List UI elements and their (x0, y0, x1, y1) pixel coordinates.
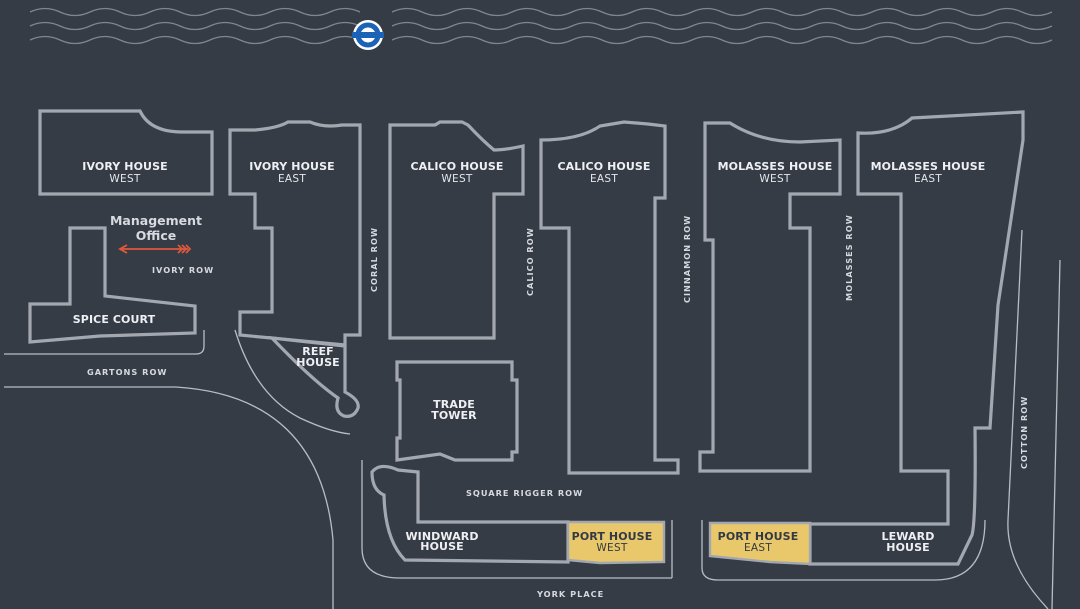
street-square-rigger-row: SQUARE RIGGER ROW (466, 488, 583, 498)
label-trade-tower-2: TOWER (431, 409, 477, 422)
label-trade-tower-1: TRADE (433, 398, 475, 411)
label-port-house-west: PORT HOUSE (572, 530, 653, 543)
label-molasses-house-east-sub: EAST (914, 173, 942, 185)
water-waves-icon (29, 7, 1053, 45)
label-ivory-house-west-sub: WEST (109, 173, 141, 185)
building-molasses-house-west[interactable] (698, 121, 842, 473)
management-office-label-1: Management (110, 213, 202, 228)
label-leward-house-2: HOUSE (886, 541, 929, 554)
label-spice-court: SPICE COURT (73, 313, 156, 326)
label-calico-house-east-sub: EAST (590, 173, 618, 185)
street-york-place: YORK PLACE (536, 589, 604, 599)
building-calico-house-east[interactable] (539, 120, 680, 475)
label-reef-house-2: HOUSE (296, 356, 339, 369)
label-ivory-house-west: IVORY HOUSE (82, 160, 167, 173)
label-port-house-west-sub: WEST (596, 542, 628, 554)
label-windward-house-1: WINDWARD (405, 530, 478, 543)
label-molasses-house-east: MOLASSES HOUSE (871, 160, 986, 173)
building-ivory-house-west[interactable] (38, 109, 214, 196)
street-ivory-row: IVORY ROW (152, 265, 214, 275)
label-reef-house-1: REEF (302, 345, 333, 358)
label-port-house-east: PORT HOUSE (718, 530, 799, 543)
building-trade-tower[interactable] (395, 360, 519, 462)
arrow-left-icon (118, 244, 192, 254)
london-underground-roundel-icon[interactable] (352, 20, 384, 50)
building-port-house-west[interactable] (566, 520, 666, 565)
building-windward-house[interactable] (370, 464, 570, 564)
building-port-house-east[interactable] (708, 521, 812, 566)
building-reef-house[interactable] (267, 335, 360, 418)
building-ivory-house-east[interactable] (228, 120, 362, 347)
street-molasses-row: MOLASSES ROW (844, 214, 854, 301)
management-office-label-2: Office (136, 228, 176, 243)
road-lines (4, 229, 1061, 609)
label-windward-house-2: HOUSE (420, 540, 463, 553)
label-molasses-house-west-sub: WEST (759, 173, 791, 185)
label-molasses-house-west: MOLASSES HOUSE (718, 160, 833, 173)
label-leward-house-1: LEWARD (882, 530, 935, 543)
street-gartons-row: GARTONS ROW (87, 367, 167, 377)
street-cinnamon-row: CINNAMON ROW (682, 215, 692, 303)
label-port-house-east-sub: EAST (744, 542, 772, 554)
label-ivory-house-east: IVORY HOUSE (249, 160, 334, 173)
label-calico-house-east: CALICO HOUSE (557, 160, 650, 173)
street-calico-row: CALICO ROW (525, 227, 535, 296)
label-calico-house-west-sub: WEST (441, 173, 473, 185)
label-calico-house-west: CALICO HOUSE (410, 160, 503, 173)
building-calico-house-west[interactable] (388, 120, 525, 340)
street-cotton-row: COTTON ROW (1019, 396, 1029, 469)
street-coral-row: CORAL ROW (369, 227, 379, 292)
building-spice-court[interactable] (28, 226, 197, 344)
label-ivory-house-east-sub: EAST (278, 173, 306, 185)
